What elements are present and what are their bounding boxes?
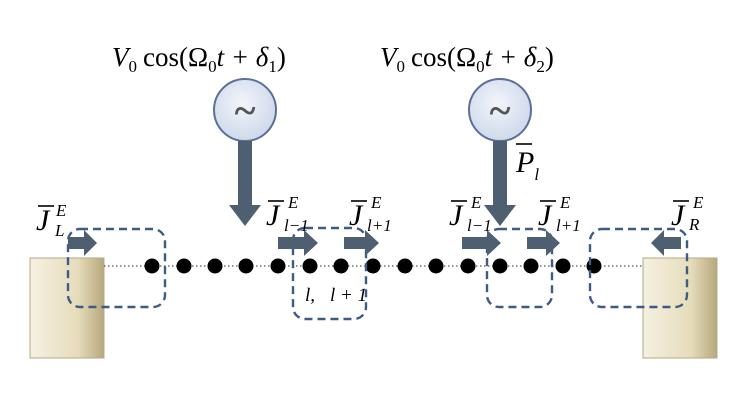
site [555,258,571,274]
site [492,258,508,274]
current-label-l-minus-1-b: J E l−1 [449,193,492,235]
site [523,258,539,274]
left-contact-box [66,227,167,309]
svg-text:E: E [55,201,67,220]
down-arrow-2 [484,141,516,226]
arrow-right-l-plus-1-b [527,230,560,256]
arrow-left-right-contact [651,230,681,256]
svg-text:E: E [559,193,571,212]
ac-source-1: ~ [213,78,277,142]
site [238,258,254,274]
arrow-right-l-minus-1-b [462,230,501,256]
svg-text:J: J [266,199,281,232]
right-contact-box [588,227,689,309]
svg-text:E: E [692,193,704,212]
arrow-right-left-contact [68,230,97,256]
svg-text:l+1: l+1 [367,216,392,235]
current-label-right: J E R [671,193,704,234]
site-label-l-plus-1: l + 1 [330,285,367,306]
site [144,258,160,274]
svg-text:R: R [688,215,700,234]
current-label-l-plus-1: J E l+1 [349,193,392,235]
tilde-icon: ~ [490,88,511,133]
svg-text:E: E [470,193,482,212]
site-label-l: l, [305,285,315,306]
site [333,258,349,274]
svg-text:E: E [370,193,382,212]
site [302,258,318,274]
tilde-icon: ~ [235,88,256,133]
site [428,258,444,274]
ac-source-2: ~ [468,78,532,142]
svg-text:l−1: l−1 [467,216,492,235]
svg-text:J: J [538,199,553,232]
site [460,258,476,274]
site [207,258,223,274]
site [270,258,286,274]
svg-text:L: L [54,221,64,240]
svg-text:J: J [671,199,686,232]
svg-text:E: E [287,193,299,212]
svg-text:J: J [349,199,364,232]
current-label-left: J E L [36,201,67,240]
svg-text:Pl: Pl [515,146,539,184]
current-label-l-minus-1: J E l−1 [266,193,309,235]
svg-text:J: J [36,204,51,237]
site [397,258,413,274]
svg-text:J: J [449,199,464,232]
arrow-right-l-minus-1 [278,230,318,256]
bond-box-1 [291,226,368,321]
current-label-l-plus-1-b: J E l+1 [538,193,581,235]
site [176,258,192,274]
svg-text:l+1: l+1 [556,216,581,235]
site [365,258,381,274]
power-label: Pl [515,143,539,184]
down-arrow-1 [229,141,261,226]
svg-text:l−1: l−1 [284,216,309,235]
arrow-right-l-plus-1 [344,230,379,256]
site [586,258,602,274]
bond-box-2 [485,227,554,309]
chain-sites [144,258,602,274]
